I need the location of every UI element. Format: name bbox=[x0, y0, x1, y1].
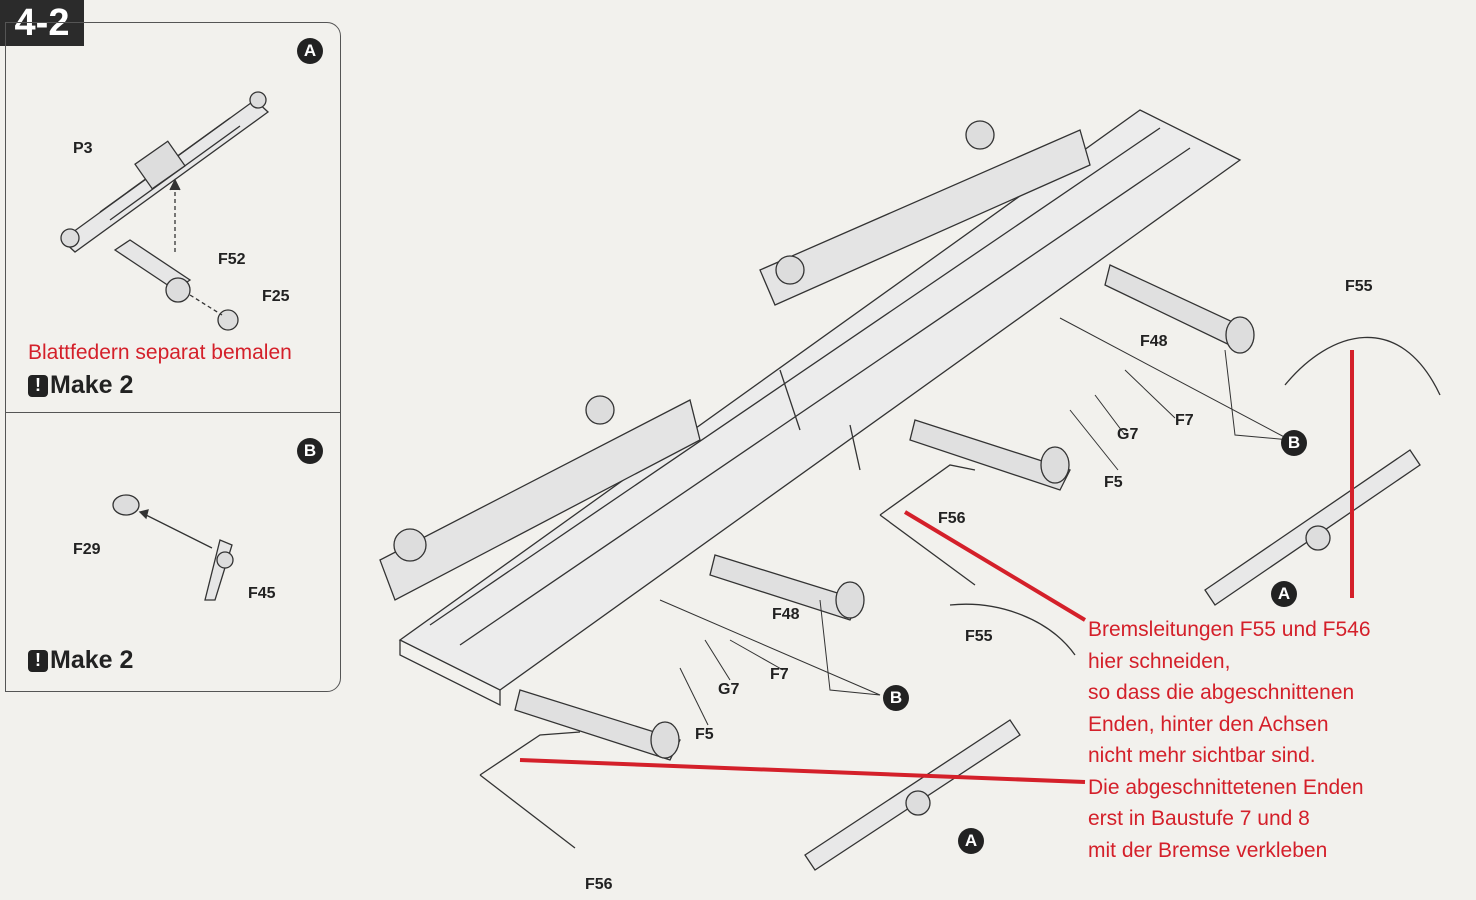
inset-a-axle-part bbox=[113, 178, 239, 331]
label-f48-top: F48 bbox=[1140, 333, 1168, 350]
marker-b-inset: B bbox=[297, 438, 323, 464]
leader-lines bbox=[659, 317, 1291, 726]
inset-divider bbox=[5, 412, 341, 413]
paint-note: Blattfedern separat bemalen bbox=[28, 341, 292, 364]
label-p3: P3 bbox=[73, 140, 93, 157]
callout-line: so dass die abgeschnittenen bbox=[1088, 681, 1355, 704]
red-cut-lines bbox=[519, 350, 1354, 784]
label-f56-mid: F56 bbox=[938, 510, 966, 527]
label-f45: F45 bbox=[248, 585, 276, 602]
callout-line: Enden, hinter den Achsen bbox=[1088, 712, 1329, 736]
marker-b-top: B bbox=[1281, 430, 1307, 456]
callout-line: mit der Bremse verkleben bbox=[1088, 838, 1328, 862]
make-2-a-text: Make 2 bbox=[50, 371, 134, 399]
marker-a-right: A bbox=[1271, 581, 1297, 607]
main-leaf-springs bbox=[804, 449, 1421, 871]
warning-icon: ! bbox=[28, 649, 48, 672]
label-f5-top: F5 bbox=[1104, 474, 1123, 491]
label-f55-bottom: F55 bbox=[965, 628, 993, 645]
label-g7-bottom: G7 bbox=[718, 681, 740, 698]
chassis-frame bbox=[398, 109, 1242, 707]
label-f56-bottom: F56 bbox=[585, 876, 613, 893]
lower-axles bbox=[514, 264, 1255, 761]
label-f52: F52 bbox=[218, 251, 246, 268]
label-f48-bottom: F48 bbox=[772, 606, 800, 623]
inset-panel bbox=[5, 22, 341, 692]
cut-instructions: Bremsleitungen F55 und F546 hier schneid… bbox=[1088, 614, 1371, 866]
callout-line: Die abgeschnittetenen Enden bbox=[1088, 775, 1364, 799]
label-f7-bottom: F7 bbox=[770, 666, 789, 683]
make-2-b: !Make 2 bbox=[28, 646, 133, 675]
label-f7-top: F7 bbox=[1175, 412, 1194, 429]
label-f25: F25 bbox=[262, 288, 290, 305]
callout-line: hier schneiden, bbox=[1088, 649, 1231, 673]
callout-line: erst in Baustufe 7 und 8 bbox=[1088, 807, 1310, 830]
callout-line: Bremsleitungen F55 und F546 bbox=[1088, 618, 1371, 641]
inset-a-leaf-spring bbox=[60, 91, 270, 253]
upper-suspension bbox=[379, 120, 1091, 601]
make-2-b-text: Make 2 bbox=[50, 646, 134, 674]
marker-a-bottom: A bbox=[958, 828, 984, 854]
label-f5-bottom: F5 bbox=[695, 726, 714, 743]
brake-lines bbox=[479, 336, 1441, 849]
label-g7-top: G7 bbox=[1117, 426, 1139, 443]
make-2-a: !Make 2 bbox=[28, 371, 133, 400]
marker-b-bottom: B bbox=[883, 685, 909, 711]
callout-line: nicht mehr sichtbar sind. bbox=[1088, 744, 1316, 767]
warning-icon: ! bbox=[28, 374, 48, 397]
inset-b-parts bbox=[112, 494, 234, 601]
marker-a-inset: A bbox=[297, 38, 323, 64]
label-f29: F29 bbox=[73, 541, 101, 558]
label-f55-top: F55 bbox=[1345, 278, 1373, 295]
